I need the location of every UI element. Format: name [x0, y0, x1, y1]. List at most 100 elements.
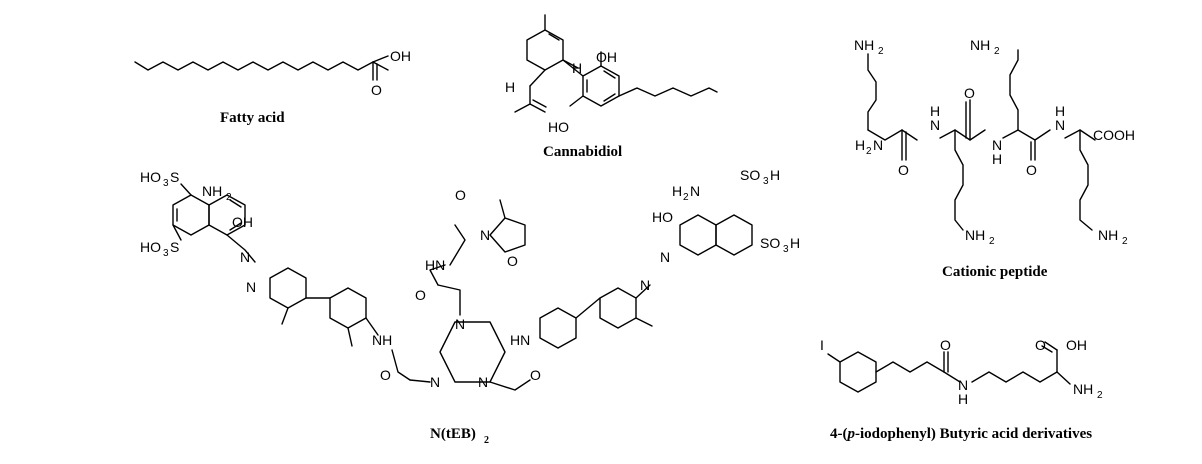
left-naphthalene-ring-b [208, 194, 246, 236]
peptide-h-3: H [1055, 103, 1065, 119]
right-so3h-top: SO [740, 167, 760, 183]
iodo-i-label: I [820, 337, 824, 353]
iodophenyl-ring [839, 351, 877, 393]
cbd-h-label-right: H [572, 60, 582, 76]
lysine-o: O [1035, 337, 1046, 353]
maleimide-o-bottom: O [507, 253, 518, 269]
left-biphenyl-ring-1 [269, 267, 307, 309]
bond [180, 183, 192, 196]
ntEB2-structure: HO 3 S NH 2 OH HO 3 S N N NH O N N N O H… [140, 167, 800, 446]
bond [409, 379, 431, 383]
right-amide-o: O [530, 367, 541, 383]
bond [437, 284, 461, 316]
bond [391, 349, 411, 381]
right-biphenyl-ring-2 [599, 287, 637, 329]
maleimide-n: N [480, 227, 490, 243]
right-biphenyl-ring-1 [539, 307, 577, 349]
cbd-pentyl-chain [618, 87, 718, 97]
caption-ntEB2: N(tEB) [430, 426, 476, 442]
left-nh2: NH [202, 183, 222, 199]
left-ho3s-top-s: S [170, 169, 179, 185]
peptide-backbone-1 [867, 129, 918, 141]
bond [499, 199, 506, 219]
right-h2n: H [672, 183, 682, 199]
right-ho: HO [652, 209, 673, 225]
subscript: 2 [866, 146, 872, 157]
right-azo-n1: N [640, 277, 650, 293]
peptide-backbone-2 [939, 129, 986, 141]
bond [449, 224, 466, 266]
left-azo-bond [226, 234, 256, 263]
butyric-caption-p: p [846, 426, 856, 442]
cbd-h-label-left: H [505, 79, 515, 95]
fatty-acid-oh-label: OH [390, 48, 411, 64]
cbd-aromatic-double-1 [603, 70, 616, 79]
left-ho3s-top: HO [140, 169, 161, 185]
bond [575, 297, 601, 319]
cyclen-n-top: N [455, 316, 465, 332]
bond [1044, 341, 1058, 351]
peptide-n-2: N [992, 137, 1002, 153]
bond [635, 284, 651, 299]
peptide-nh2-top-2: NH [970, 37, 990, 53]
caption-ntEB2-subscript: 2 [484, 435, 489, 446]
butyric-chain [875, 361, 945, 373]
left-biphenyl-ring-2 [329, 287, 367, 329]
bond [635, 317, 653, 327]
subscript: 3 [763, 176, 769, 187]
fatty-acid-o-label: O [371, 82, 382, 98]
cyclen-n-left: N [430, 374, 440, 390]
subscript: 2 [1122, 236, 1128, 247]
peptide-cooh: COOH [1093, 127, 1135, 143]
cbd-aromatic-ring [582, 65, 620, 107]
peptide-o-2: O [964, 85, 975, 101]
left-ho3s-bottom-s: S [170, 239, 179, 255]
linker-hn: HN [425, 257, 445, 273]
subscript: 3 [163, 248, 169, 259]
acid-oh-bond [372, 55, 389, 63]
subscript: 2 [994, 46, 1000, 57]
peptide-h2n-left: H [855, 137, 865, 153]
peptide-h2n-n: N [873, 137, 883, 153]
cbd-ho-bottom-label: HO [548, 119, 569, 135]
fatty-acid-structure: O OH Fatty acid [134, 48, 411, 126]
cannabidiol-structure: H H OH HO Cannabidiol [505, 14, 718, 160]
cbd-ring-link [562, 59, 584, 77]
lysine-oh: OH [1066, 337, 1087, 353]
subscript: 2 [878, 46, 884, 57]
left-azo-n1: N [240, 249, 250, 265]
butyric-o: O [940, 337, 951, 353]
cbd-oh-top-label: OH [596, 49, 617, 65]
right-so3h-bottom-h: H [790, 235, 800, 251]
peptide-nh2-bottom-2: NH [1098, 227, 1118, 243]
caption-fatty-acid: Fatty acid [220, 110, 285, 126]
cbd-ring-double-bond [548, 33, 560, 41]
maleimide-o-top: O [455, 187, 466, 203]
left-oh: OH [232, 214, 253, 230]
peptide-lys2-sidechain [954, 129, 964, 231]
maleimide-ring [489, 217, 526, 253]
caption-cannabidiol: Cannabidiol [543, 144, 622, 160]
butyric-n: N [958, 377, 968, 393]
peptide-lys3-sidechain [1009, 49, 1019, 131]
cationic-peptide-structure: NH 2 H 2 N O N H NH 2 O N H NH 2 O N H C… [854, 37, 1135, 280]
right-naphthalene-ring-b [715, 214, 753, 256]
peptide-lys1-sidechain [867, 53, 877, 131]
subscript: 2 [989, 236, 995, 247]
cbd-cyclohexene-ring [526, 29, 564, 71]
caption-butyric: 4-(p-iodophenyl) Butyric acid derivative… [830, 426, 1092, 442]
cbd-aromatic-double-2 [603, 93, 616, 102]
peptide-h-1: H [930, 103, 940, 119]
cyclen-amide-o: O [415, 287, 426, 303]
bond [172, 224, 182, 241]
right-amide-hn: HN [510, 332, 530, 348]
cbd-isopropenyl-vinyl [529, 103, 546, 113]
bond [281, 307, 289, 325]
bond [365, 317, 379, 336]
right-so3h-top-h: H [770, 167, 780, 183]
subscript: 3 [163, 178, 169, 189]
bond [827, 353, 841, 363]
cbd-oh-bottom-bond [569, 95, 584, 107]
peptide-lys4-sidechain [1079, 129, 1093, 231]
